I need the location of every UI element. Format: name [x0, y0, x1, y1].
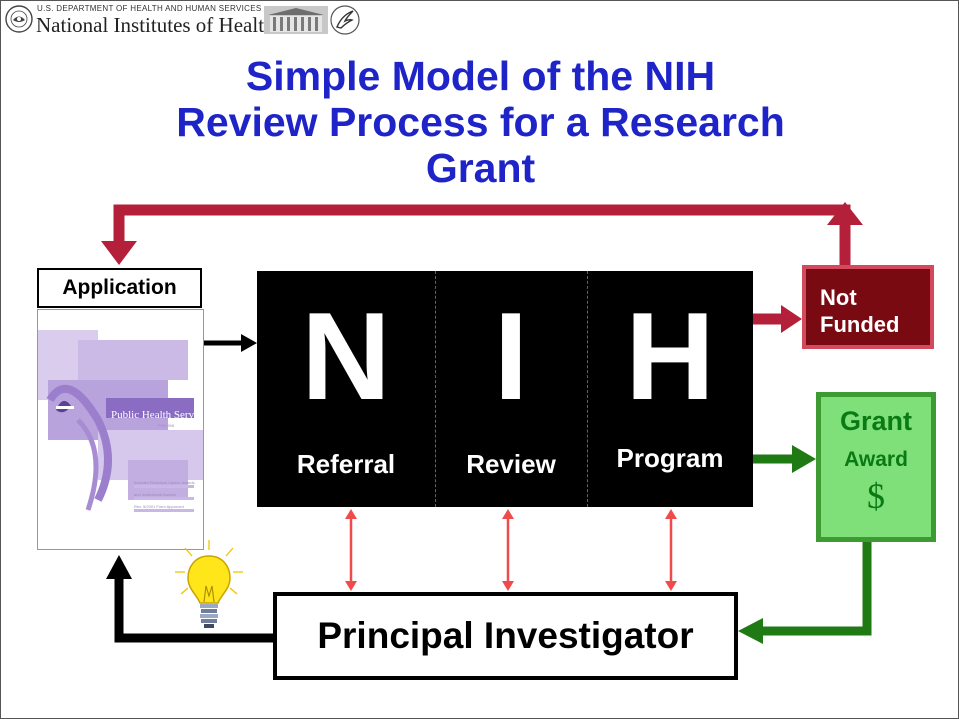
department-name: U.S. DEPARTMENT OF HEALTH AND HUMAN SERV… [37, 4, 262, 13]
nih-divider [587, 271, 588, 507]
not-funded-arrowhead [781, 305, 802, 333]
pi-to-application-arrow [114, 576, 273, 643]
application-document-subtitle: PHS 398 [158, 423, 175, 428]
title-line-1: Simple Model of the NIH [245, 53, 716, 99]
award-to-pi-arrow [759, 542, 872, 636]
lightbulb-icon [175, 540, 243, 628]
resubmit-arrowhead [101, 241, 137, 265]
application-document-line: and Institutional Awards [134, 492, 177, 497]
not-funded-line-2: Funded [820, 312, 900, 337]
pi-program-link [665, 509, 677, 591]
pi-referral-link [345, 509, 357, 591]
nih-seal-icon [5, 5, 33, 33]
stage-referral-label: Referral [296, 449, 396, 479]
application-document-line: Includes Research Career Awards [134, 480, 195, 485]
slide-title: Simple Model of the NIH Review Process f… [1, 53, 958, 191]
dollar-sign: $ [867, 476, 885, 516]
organization-name: National Institutes of Health [36, 13, 275, 37]
stage-program-label: Program [616, 443, 724, 473]
nih-letter-i: I [493, 288, 529, 426]
stage-review-label: Review [466, 449, 556, 479]
title-line-3: Grant [425, 145, 536, 191]
application-cover-graphic [38, 330, 203, 512]
hhs-eagle-icon [330, 5, 360, 35]
building-icon [264, 6, 328, 34]
principal-investigator-box: Principal Investigator [273, 592, 738, 680]
not-funded-line-1: Not [820, 285, 857, 310]
grant-award-box: Grant Award $ [816, 392, 936, 542]
nih-process-block: N I H Referral Review Program [257, 271, 753, 507]
notfunded-up-arrowhead [827, 202, 863, 225]
title-line-2: Review Process for a Research [176, 99, 785, 145]
application-document-line: Rev. 5/2001 Form Approved [134, 504, 184, 509]
award-label: Award [844, 448, 908, 471]
grant-label: Grant [839, 406, 912, 436]
pi-to-application-arrowhead [106, 555, 132, 579]
nih-letter-n: N [301, 288, 391, 426]
application-document-title: Public Health Service Grant [111, 409, 204, 421]
submit-arrowhead [241, 334, 257, 352]
application-label: Application [37, 268, 202, 308]
not-funded-box: Not Funded [802, 265, 934, 349]
resubmit-loop-arrow [113, 204, 851, 265]
award-to-pi-arrowhead [738, 618, 763, 644]
award-arrowhead [792, 445, 816, 473]
pi-review-link [502, 509, 514, 591]
nih-letter-h: H [625, 288, 715, 426]
nih-divider [435, 271, 436, 507]
application-document-image: Public Health Service Grant PHS 398 Incl… [37, 309, 204, 550]
